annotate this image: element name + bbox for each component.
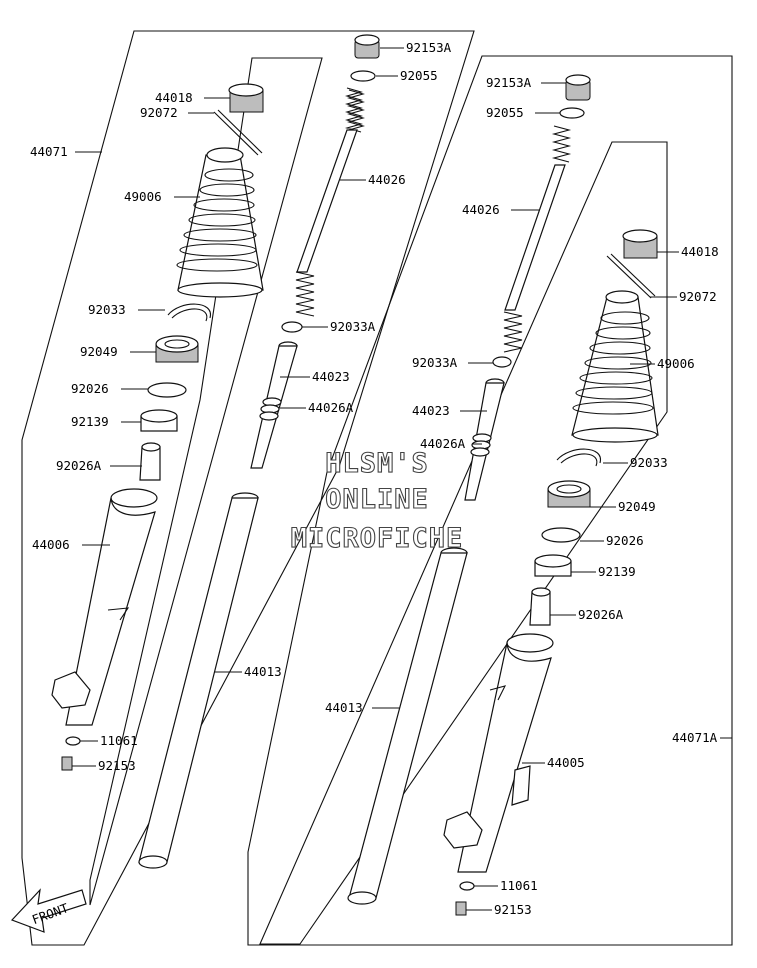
right-bushing-92026A: [529, 587, 551, 626]
right-cylinder-rings-44026A: [470, 433, 492, 457]
right-assembly-frame: [247, 55, 733, 946]
right-damper-rod: [504, 164, 566, 311]
left-label-92026A: 92026A: [56, 458, 102, 473]
right-band-92072: [606, 253, 656, 299]
right-inner-frame: [259, 141, 668, 945]
right-drain-bolt-92153: [455, 901, 467, 916]
right-label-92049: 92049: [618, 499, 656, 514]
left-bushing-92139: [140, 409, 178, 432]
left-label-11061: 11061: [100, 733, 138, 748]
right-label-92153A: 92153A: [486, 75, 532, 90]
left-dust-seal-44018: [228, 83, 264, 113]
right-label-44026A: 44026A: [420, 436, 466, 451]
left-inner-tube-44013: [138, 492, 259, 869]
left-label-44026: 44026: [368, 172, 406, 187]
watermark-line2: ONLINE: [325, 484, 429, 515]
right-upper-spring: [551, 125, 572, 163]
left-cylinder-rings-44026A: [259, 397, 282, 421]
right-label-92072: 92072: [679, 289, 717, 304]
left-label-92139: 92139: [71, 414, 109, 429]
left-washer-92055: [350, 70, 376, 82]
left-label-92153A: 92153A: [406, 40, 452, 55]
right-leader-lines: [372, 82, 732, 911]
left-bushing-92026A: [139, 442, 161, 481]
right-label-44013: 44013: [325, 700, 363, 715]
left-drain-bolt-92153: [61, 756, 73, 771]
left-label-92033: 92033: [88, 302, 126, 317]
left-oil-seal-92049: [155, 335, 199, 363]
right-dust-seal-44018: [622, 229, 658, 259]
left-label-92072: 92072: [140, 105, 178, 120]
left-label-92153: 92153: [98, 758, 136, 773]
left-label-49006: 49006: [124, 189, 162, 204]
right-label-92153: 92153: [494, 902, 532, 917]
left-label-92026: 92026: [71, 381, 109, 396]
right-boot-49006: [571, 290, 659, 443]
watermark: HLSM'S ONLINE MICROFICHE: [290, 447, 464, 554]
right-bushing-92139: [534, 554, 572, 577]
left-washer-92026: [147, 382, 187, 398]
right-label-92033: 92033: [630, 455, 668, 470]
right-inner-tube-44013: [347, 547, 468, 905]
left-label-44013: 44013: [244, 664, 282, 679]
left-boot-49006: [176, 147, 264, 298]
left-circlip-92033: [167, 303, 211, 322]
left-label-92049: 92049: [80, 344, 118, 359]
right-washer-11061: [459, 881, 475, 891]
left-inner-frame: [89, 57, 323, 906]
left-label-44018: 44018: [155, 90, 193, 105]
right-ring-92033A: [492, 356, 512, 368]
right-circlip-92033: [556, 448, 601, 467]
left-outer-tube-44006: [51, 488, 158, 726]
right-label-44018: 44018: [681, 244, 719, 259]
left-assembly-frame: [21, 30, 475, 946]
left-label-44006: 44006: [32, 537, 70, 552]
watermark-line1: HLSM'S: [325, 448, 429, 479]
right-oil-seal-92049: [547, 480, 591, 508]
left-cap-bolt: [354, 34, 380, 59]
right-label-49006: 49006: [657, 356, 695, 371]
right-washer-92026: [541, 527, 581, 543]
right-label-11061: 11061: [500, 878, 538, 893]
right-label-92055: 92055: [486, 105, 524, 120]
right-outer-tube-44005: [443, 633, 554, 873]
left-label-92055: 92055: [400, 68, 438, 83]
right-label-92026: 92026: [606, 533, 644, 548]
right-lower-spring: [503, 311, 523, 353]
left-washer-11061: [65, 736, 81, 746]
right-cap-bolt: [565, 74, 591, 101]
left-damper-rod: [296, 129, 358, 273]
right-label-92139: 92139: [598, 564, 636, 579]
left-band-92072: [213, 109, 263, 156]
left-label-44023: 44023: [312, 369, 350, 384]
right-washer-92055: [559, 107, 585, 119]
watermark-line3: MICROFICHE: [291, 523, 464, 554]
left-label-44071: 44071: [30, 144, 68, 159]
right-label-92033A: 92033A: [412, 355, 458, 370]
left-lower-spring: [295, 271, 315, 317]
right-label-44026: 44026: [462, 202, 500, 217]
left-upper-spring: [344, 87, 366, 133]
right-label-92026A: 92026A: [578, 607, 624, 622]
right-label-44023: 44023: [412, 403, 450, 418]
left-label-44026A: 44026A: [308, 400, 354, 415]
left-ring-92033A: [281, 321, 303, 333]
front-arrow: FRONT: [10, 888, 87, 933]
left-leader-lines: [72, 47, 404, 767]
right-label-44005: 44005: [547, 755, 585, 770]
left-label-92033A: 92033A: [330, 319, 376, 334]
right-label-44071A: 44071A: [672, 730, 718, 745]
